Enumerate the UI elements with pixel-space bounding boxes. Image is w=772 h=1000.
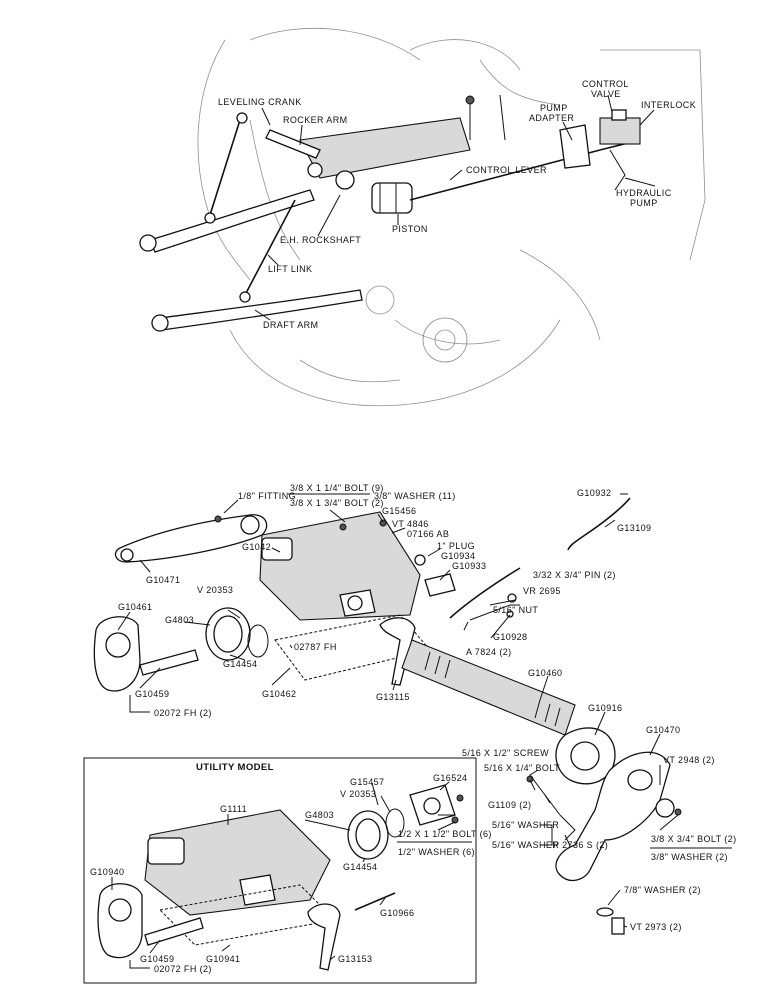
- label-hydraulic-pump: HYDRAULIC: [616, 188, 672, 198]
- label-bolt-9: 3/8 X 1 1/4" BOLT (9): [290, 483, 384, 493]
- part-g10459-pin: [139, 649, 199, 676]
- label-washer-7-8: 7/8" WASHER (2): [624, 885, 701, 895]
- label-g13115: G13115: [376, 692, 410, 702]
- label-g10459: G10459: [135, 689, 169, 699]
- label-utility-bolt-6: 1/2 X 1 1/2" BOLT (6): [398, 829, 492, 839]
- part-g13115: [379, 617, 416, 686]
- label-vr2695: VR 2695: [523, 586, 561, 596]
- label-piston: PISTON: [392, 224, 428, 234]
- label-g13109: G13109: [617, 523, 651, 533]
- label-g10932: G10932: [577, 488, 611, 498]
- label-interlock: INTERLOCK: [641, 100, 696, 110]
- label-vt2973: VT 2973 (2): [630, 922, 682, 932]
- label-bolt-2: 3/8 X 1 3/4" BOLT (2): [290, 498, 384, 508]
- label-pin-2: 3/32 X 3/4" PIN (2): [533, 570, 616, 580]
- label-plug: 1" PLUG: [437, 541, 475, 551]
- part-g13153: [307, 903, 341, 971]
- part-g13109-tube: [567, 497, 631, 551]
- tractor-hitch-illustration: [139, 27, 706, 407]
- exploded-parts: [93, 497, 682, 935]
- label-g10460: G10460: [528, 668, 562, 678]
- label-g10470: G10470: [646, 725, 680, 735]
- label-utility-g10459: G10459: [140, 954, 174, 964]
- label-g10916: G10916: [588, 703, 622, 713]
- label-g10461: G10461: [118, 602, 152, 612]
- label-control-valve: CONTROL: [582, 79, 629, 89]
- label-nut: 5/16" NUT: [493, 605, 538, 615]
- label-vt4846: VT 4846: [392, 519, 429, 529]
- label-g10934: G10934: [441, 551, 475, 561]
- label-hydraulic-pump-2: PUMP: [630, 198, 658, 208]
- label-washer-3-8-2: 3/8" WASHER (2): [651, 852, 728, 862]
- label-g10462: G10462: [262, 689, 296, 699]
- label-pump-adapter: PUMP: [540, 103, 568, 113]
- label-g1109: G1109 (2): [488, 800, 531, 810]
- label-g1042: G1042: [242, 542, 271, 552]
- exploded-labels: 1/8" FITTING 3/8 X 1 1/4" BOLT (9) 3/8 X…: [118, 483, 737, 932]
- label-washer-11: 3/8" WASHER (11): [374, 491, 456, 501]
- label-control-valve-2: VALVE: [591, 89, 621, 99]
- label-07166ab: 07166 AB: [407, 529, 449, 539]
- part-g1111-housing: [144, 809, 331, 916]
- part-g1042-housing: [259, 511, 421, 621]
- label-utility-g10941: G10941: [206, 954, 240, 964]
- label-eh-rockshaft: E.H. ROCKSHAFT: [280, 235, 361, 245]
- label-g10933: G10933: [452, 561, 486, 571]
- label-02072fh: 02072 FH (2): [154, 708, 212, 718]
- label-utility-g4803: G4803: [305, 810, 334, 820]
- label-a7824: A 7824 (2): [466, 647, 512, 657]
- label-g15456: G15456: [382, 506, 416, 516]
- label-bolt-3-4: 3/8 X 3/4" BOLT (2): [651, 834, 737, 844]
- label-utility-02072fh: 02072 FH (2): [154, 964, 212, 974]
- label-lift-link: LIFT LINK: [268, 264, 312, 274]
- label-02787fh: 02787 FH: [294, 642, 337, 652]
- label-pump-adapter-2: ADAPTER: [529, 113, 574, 123]
- label-v20353: V 20353: [197, 585, 233, 595]
- label-screw: 5/16 X 1/2" SCREW: [462, 748, 549, 758]
- label-draft-arm: DRAFT ARM: [263, 320, 318, 330]
- label-control-lever: CONTROL LEVER: [466, 165, 547, 175]
- label-p2736: P 2736 S (2): [553, 840, 608, 850]
- label-vt2948: VT 2948 (2): [663, 755, 715, 765]
- label-washer-a: 5/16" WASHER: [492, 820, 559, 830]
- label-g10471: G10471: [146, 575, 180, 585]
- label-utility-g15457: G15457: [350, 777, 384, 787]
- label-utility-g13153: G13153: [338, 954, 372, 964]
- label-g10928: G10928: [493, 632, 527, 642]
- label-utility-g14454: G14454: [343, 862, 377, 872]
- label-g14454: G14454: [223, 659, 257, 669]
- label-utility-g1111: G1111: [220, 804, 247, 814]
- utility-model-panel: UTILITY MODEL: [83, 757, 492, 984]
- label-rocker-arm: ROCKER ARM: [283, 115, 348, 125]
- label-fitting: 1/8" FITTING: [238, 491, 296, 501]
- label-utility-washer-6: 1/2" WASHER (6): [398, 847, 475, 857]
- utility-model-frame: [83, 757, 477, 984]
- label-utility-g10966: G10966: [380, 908, 414, 918]
- label-utility-g10940: G10940: [90, 867, 124, 877]
- label-leveling-crank: LEVELING CRANK: [218, 97, 302, 107]
- label-utility-g16524: G16524: [433, 773, 467, 783]
- utility-model-title: UTILITY MODEL: [196, 762, 274, 773]
- exploded-leaders: [117, 493, 679, 928]
- label-washer-b: 5/16" WASHER: [492, 840, 559, 850]
- label-utility-v20353: V 20353: [340, 789, 376, 799]
- label-bolt-1-4: 5/16 X 1/4" BOLT: [484, 763, 560, 773]
- upper-labels: LEVELING CRANK ROCKER ARM PUMP ADAPTER C…: [218, 79, 696, 330]
- label-g4803: G4803: [165, 615, 194, 625]
